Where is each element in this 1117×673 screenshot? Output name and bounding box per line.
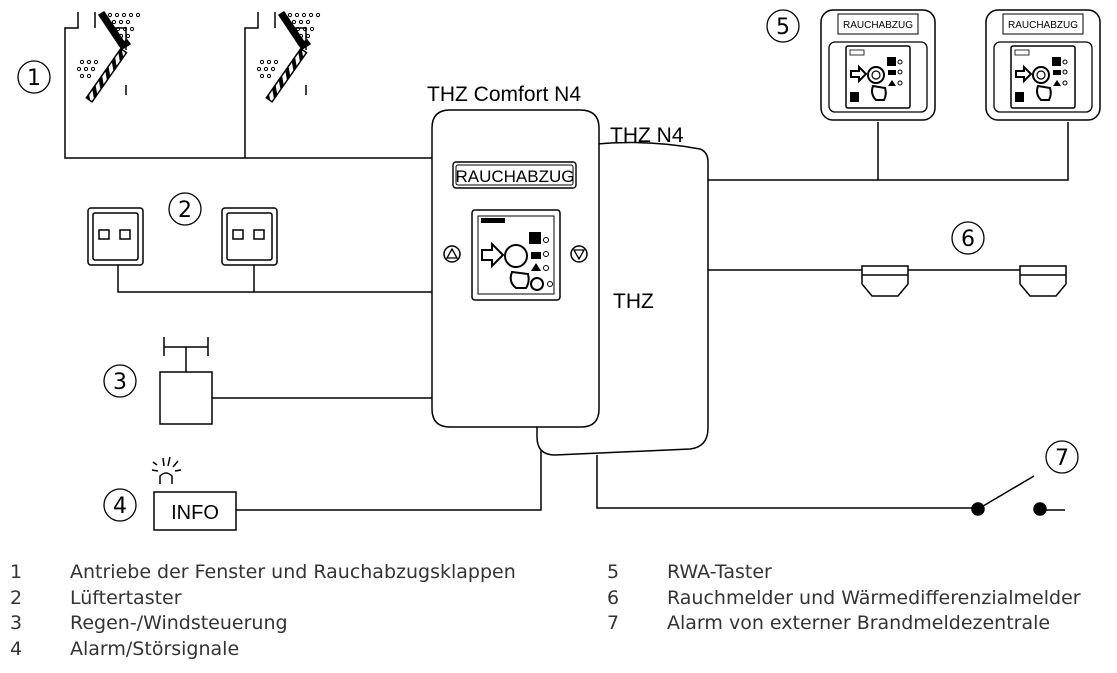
smoke-detector-2 [1019, 265, 1067, 297]
main-unit-title: THZ Comfort N4 [427, 83, 581, 106]
connection-lines [64, 85, 1069, 511]
legend-left: 1 Antriebe der Fenster und Rauchabzugskl… [10, 560, 516, 662]
number-circle-6 [951, 221, 985, 255]
rwa-switch-1 [820, 9, 936, 121]
legend-text: Alarm/Störsignale [70, 637, 240, 660]
number-circle-2 [168, 192, 202, 226]
number-label-5: 5 [776, 15, 790, 40]
rauchabzug-label-frame [452, 161, 577, 189]
rwa-label-1: RAUCHABZUG [843, 20, 913, 31]
legend-number: 5 [607, 561, 620, 583]
legend-right: 5 RWA-Taster 6 Rauchmelder und Wärmediff… [607, 560, 1081, 637]
number-label-2: 2 [178, 198, 192, 223]
legend-text: Lüftertaster [70, 586, 182, 609]
legend-item: 5 RWA-Taster [607, 560, 1081, 586]
vent-switch-2 [221, 207, 278, 266]
info-label: INFO [171, 502, 219, 524]
wiring-diagram: 1 2 3 4 5 6 7 THZ Comfort N4 THZ N4 THZ … [17, 9, 1101, 531]
legend-text: Regen-/Windsteuerung [70, 612, 288, 634]
legend-text: Alarm von externer Brandmeldezentrale [667, 612, 1051, 634]
window-drive-2 [244, 10, 312, 103]
rwa-label-2: RAUCHABZUG [1008, 20, 1078, 31]
number-label-4: 4 [113, 494, 127, 519]
smoke-detector-1 [861, 265, 909, 297]
exhaust-dots-2 [256, 12, 321, 79]
up-arrow-icon [443, 245, 461, 263]
legend-item: 7 Alarm von externer Brandmeldezentrale [607, 611, 1081, 637]
legend-number: 6 [607, 586, 620, 609]
legend-text: RWA-Taster [667, 561, 772, 583]
rain-wind-sensor [159, 337, 213, 425]
thz-label: THZ [613, 290, 654, 313]
exhaust-dots-1 [76, 12, 141, 79]
number-label-6: 6 [961, 227, 975, 252]
down-arrow-icon [570, 245, 588, 263]
legend-item: 4 Alarm/Störsignale [10, 637, 516, 663]
info-signal [151, 456, 237, 531]
legend-number: 3 [10, 612, 23, 634]
window-drive-1 [64, 10, 132, 103]
control-panel [471, 209, 561, 301]
number-circle-3 [103, 364, 137, 398]
legend-item: 6 Rauchmelder und Wärmedifferenzialmelde… [607, 586, 1081, 612]
legend-text: Rauchmelder und Wärmedifferenzialmelder [667, 586, 1081, 609]
rwa-switch-2 [985, 9, 1101, 121]
number-label-7: 7 [1055, 446, 1069, 471]
legend-text: Antriebe der Fenster und Rauchabzugsklap… [70, 561, 516, 583]
number-circle-4 [103, 488, 137, 522]
number-circle-7 [1045, 440, 1079, 474]
extension-unit-title: THZ N4 [610, 124, 684, 147]
number-circle-1 [17, 60, 51, 94]
number-circle-5 [766, 9, 800, 43]
fire-alarm-contact [971, 475, 1047, 516]
vent-switch-1 [87, 207, 144, 266]
legend-number: 2 [10, 586, 23, 609]
legend-item: 2 Lüftertaster [10, 586, 516, 612]
legend-number: 1 [10, 561, 23, 583]
legend-number: 7 [607, 612, 620, 634]
panel-label: RAUCHABZUG [455, 167, 574, 186]
number-label-1: 1 [27, 66, 41, 91]
legend-number: 4 [10, 637, 23, 660]
legend-item: 3 Regen-/Windsteuerung [10, 611, 516, 637]
legend-item: 1 Antriebe der Fenster und Rauchabzugskl… [10, 560, 516, 586]
number-label-3: 3 [113, 370, 127, 395]
